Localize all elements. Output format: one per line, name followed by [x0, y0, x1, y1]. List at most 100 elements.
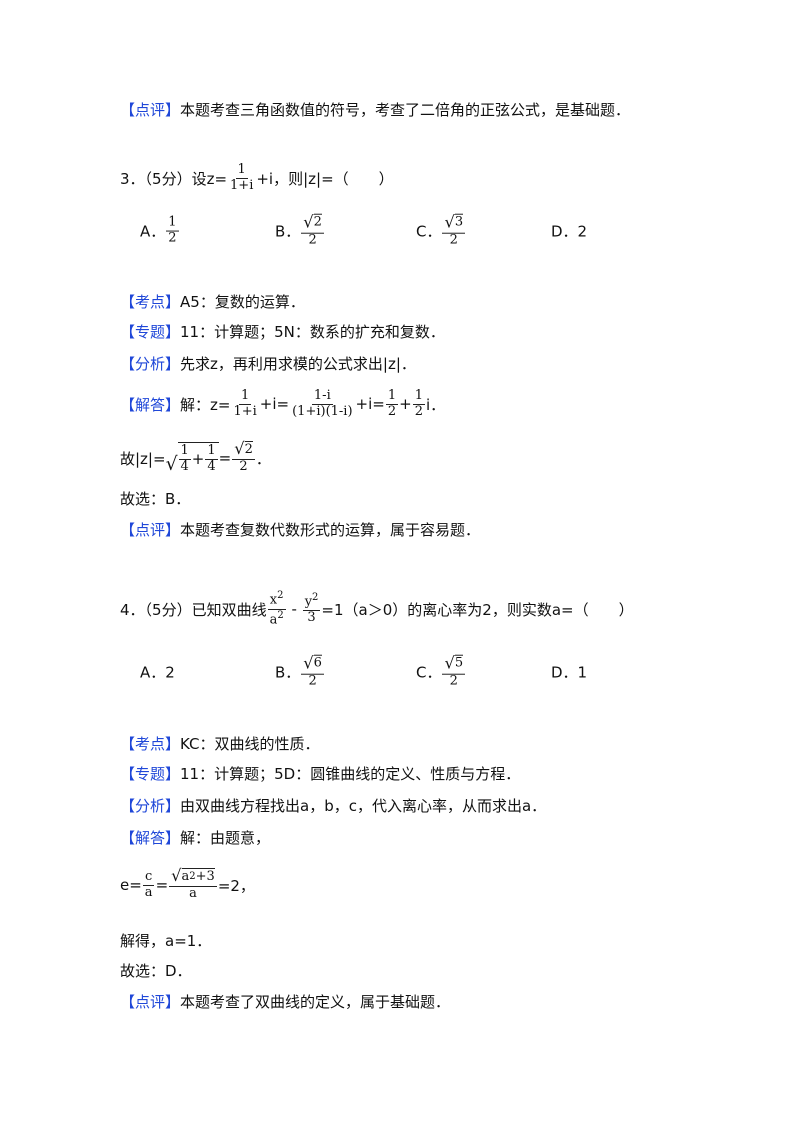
- text-run: a: [181, 868, 190, 884]
- section-tag: 【分析】: [120, 354, 181, 373]
- q3-option-d: D．2: [551, 221, 587, 242]
- text-run: 先求z，再利用求模的公式求出|z|．: [180, 354, 416, 373]
- radical-sign: √: [165, 453, 178, 475]
- text-run: 故|z|=: [120, 449, 166, 468]
- text-run: 解：由题意，: [180, 828, 271, 847]
- numerator: x2: [267, 590, 286, 610]
- q4-option-d: D．1: [551, 662, 587, 683]
- numerator: √3: [442, 214, 466, 234]
- square-root: √2: [303, 214, 322, 231]
- text-run: 由双曲线方程找出a，b，c，代入离心率，从而求出a．: [180, 796, 547, 815]
- radicand: 6: [313, 654, 322, 672]
- text-run: i．: [426, 395, 446, 414]
- text-run: C．: [416, 222, 442, 241]
- numerator: 1-i: [311, 387, 333, 405]
- text-run: 1+i: [230, 177, 254, 193]
- text-run: +i，则|z|=（ ）: [256, 169, 394, 188]
- denominator: 1+i: [231, 404, 258, 420]
- radical-sign: √: [444, 653, 455, 673]
- text-run: 3: [307, 610, 316, 626]
- text-run: D．2: [551, 222, 588, 241]
- text-run: e=: [120, 876, 142, 894]
- denominator: 2: [448, 232, 460, 248]
- text-run: 2: [449, 673, 458, 689]
- q3-review-note: 【点评】本题考查复数代数形式的运算，属于容易题．: [120, 509, 480, 549]
- q4-review-note: 【点评】本题考查了双曲线的定义，属于基础题．: [120, 981, 450, 1021]
- text-run: c: [145, 868, 153, 884]
- numerator: √5: [442, 653, 466, 675]
- text-run: =1（a＞0）的离心率为2，则实数a=（ ）: [321, 600, 634, 619]
- denominator: 2: [306, 232, 318, 248]
- text-run: 6: [313, 655, 322, 671]
- denominator: a2: [268, 610, 286, 628]
- text-run: 1: [387, 387, 397, 403]
- text-run: 4: [207, 458, 216, 474]
- radicand: 2: [244, 440, 253, 458]
- superscript: 2: [312, 591, 319, 603]
- text-run: 1: [237, 161, 246, 177]
- text-run: 2: [387, 403, 397, 419]
- text-run: 2: [414, 403, 423, 419]
- denominator: 4: [179, 458, 191, 475]
- text-run: 本题考查三角函数值的符号，考查了二倍角的正弦公式，是基础题．: [180, 100, 631, 119]
- q3-analysis: 【分析】先求z，再利用求模的公式求出|z|．: [120, 343, 416, 383]
- denominator: 1+i: [228, 177, 255, 194]
- text-run: +: [191, 450, 205, 468]
- text-run: 1: [180, 442, 189, 458]
- denominator: 2: [306, 673, 318, 689]
- square-root: √3: [444, 214, 464, 231]
- text-run: =: [218, 449, 232, 467]
- text-run: 1: [240, 387, 250, 403]
- numerator: 1: [235, 161, 248, 179]
- denominator: 3: [305, 610, 317, 626]
- text-run: 11：计算题；5N：数系的扩充和复数．: [180, 322, 445, 341]
- text-run: 1-i: [313, 387, 331, 403]
- text-run: B．: [275, 222, 301, 241]
- section-tag: 【专题】: [120, 764, 181, 783]
- section-tag: 【点评】: [120, 100, 181, 119]
- text-run: 解：z=: [180, 395, 231, 414]
- numerator: 1: [205, 443, 218, 460]
- text-run: 1: [168, 214, 177, 230]
- text-run: a: [269, 611, 278, 627]
- radical-sign: √: [303, 212, 314, 232]
- q4-analysis: 【分析】由双曲线方程找出a，b，c，代入离心率，从而求出a．: [120, 785, 546, 825]
- numerator: c: [143, 868, 155, 886]
- section-tag: 【考点】: [120, 734, 181, 753]
- denominator: 2: [386, 403, 398, 420]
- text-run: 解得，a=1．: [120, 931, 212, 950]
- text-run: 4: [180, 458, 189, 474]
- section-tag: 【解答】: [120, 395, 181, 414]
- text-run: D．1: [551, 663, 588, 682]
- section-tag: 【点评】: [120, 992, 181, 1011]
- text-run: 2: [308, 232, 317, 248]
- text-run: 1: [414, 387, 423, 403]
- radical-sign: √: [234, 439, 245, 459]
- text-run: x: [269, 592, 278, 608]
- numerator: 1: [238, 387, 252, 405]
- text-run: 2: [449, 232, 458, 248]
- section-tag: 【分析】: [120, 796, 181, 815]
- q3-answer: 故选：B．: [120, 478, 190, 518]
- denominator: 2: [166, 231, 178, 247]
- section-tag: 【考点】: [120, 292, 181, 311]
- radicand: 5: [454, 654, 464, 672]
- superscript: 2: [189, 871, 196, 883]
